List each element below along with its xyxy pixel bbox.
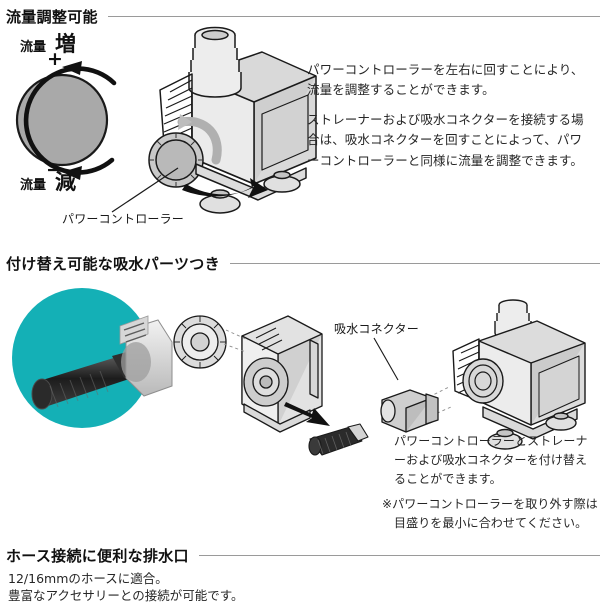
strainer-part — [308, 423, 369, 456]
intake-connector-part — [380, 389, 439, 433]
paragraph-swappable-intake-note: ※パワーコントローラーを取り外す際は目盛りを最小に合わせてください。 — [382, 497, 598, 531]
callout-intake-connector: 吸水コネクター — [334, 322, 419, 336]
label-flow-decrease: 流量 減 — [20, 170, 77, 194]
paragraph-drain-port-2: 豊富なアクセサリーとの接続が可能です。 — [8, 588, 244, 603]
header-rule — [107, 16, 600, 17]
minus-sign: − — [46, 159, 62, 181]
pump-illustration-top — [148, 26, 317, 214]
section-title-flow-control: 流量調整可能 — [6, 8, 98, 26]
section-header-flow-control: 流量調整可能 — [0, 6, 600, 27]
section-title-swappable-intake: 付け替え可能な吸水パーツつき — [6, 255, 220, 273]
plus-sign: + — [47, 48, 63, 70]
exploded-assembly-illustration — [173, 315, 330, 433]
paragraph-swappable-intake-1: パワーコントローラーとストレーナーおよび吸水コネクターを付け替えることができます… — [394, 434, 588, 487]
callout-power-controller: パワーコントローラー — [62, 212, 185, 226]
callout-leader-intake-connector — [373, 337, 399, 381]
flow-decrease-prefix: 流量 — [20, 178, 47, 193]
pump-illustration-bottom — [412, 299, 586, 450]
flow-increase-prefix: 流量 — [20, 40, 47, 55]
section-header-swappable-intake: 付け替え可能な吸水パーツつき — [0, 253, 600, 274]
photo-circle-background — [12, 288, 152, 428]
section-header-drain-port: ホース接続に便利な排水口 — [0, 545, 600, 566]
section-title-drain-port: ホース接続に便利な排水口 — [6, 547, 189, 565]
header-rule-2 — [229, 263, 600, 264]
flow-decrease-value: 減 — [55, 170, 77, 194]
paragraph-flow-control-1: パワーコントローラーを左右に回すことにより、流量を調整することができます。 — [307, 62, 584, 98]
flow-increase-value: 増 — [55, 32, 77, 56]
label-flow-increase: 流量 増 — [20, 32, 77, 56]
paragraph-flow-control-2: ストレーナーおよび吸水コネクターを接続する場合は、吸水コネクターを回すことによっ… — [307, 112, 584, 168]
header-rule-3 — [198, 555, 600, 556]
paragraph-drain-port-1: 12/16mmのホースに適合。 — [8, 571, 168, 586]
